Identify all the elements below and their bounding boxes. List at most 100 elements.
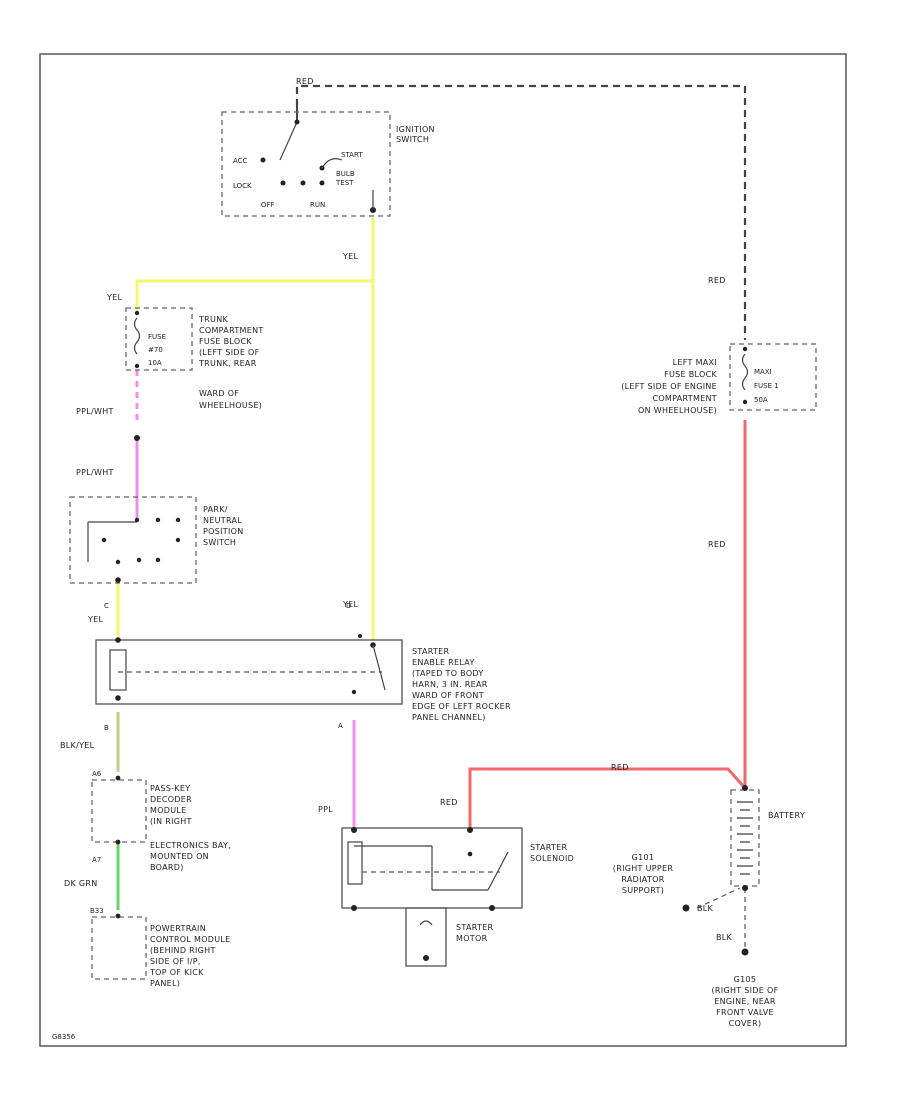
maxi-fuse-box bbox=[729, 343, 817, 411]
pcm-box bbox=[91, 916, 147, 980]
wire-red-battery-solenoid bbox=[468, 767, 747, 828]
passkey-label-1: PASS-KEY bbox=[150, 784, 190, 793]
pnp-switch-label-3: POSITION bbox=[203, 527, 244, 536]
wire-label-solenoid-red: RED bbox=[440, 798, 458, 807]
maxi-fuse-label-3: 50A bbox=[754, 396, 768, 404]
trunk-fuse-desc-4: (LEFT SIDE OF bbox=[199, 348, 260, 357]
maxi-fuse-label-2: FUSE 1 bbox=[754, 382, 779, 390]
ignition-switch-box bbox=[221, 111, 391, 217]
battery-cells bbox=[737, 801, 753, 875]
pcm-label-4: SIDE OF I/P, bbox=[150, 957, 201, 966]
pnp-pin-c: C bbox=[104, 602, 109, 610]
trunk-fuse-label-2: #70 bbox=[148, 346, 163, 354]
battery-label: BATTERY bbox=[768, 811, 805, 820]
wire-label-fuse-out: PPL/WHT bbox=[76, 407, 114, 416]
wire-label-fuse-in: YEL bbox=[106, 293, 123, 302]
relay-label-1: STARTER bbox=[412, 647, 450, 656]
pcm-label-5: TOP OF KICK bbox=[149, 968, 204, 977]
passkey-pin-a6: A6 bbox=[92, 770, 102, 778]
trunk-fuse-desc-1: TRUNK bbox=[198, 315, 228, 324]
wire-label-pnp-out: YEL bbox=[87, 615, 104, 624]
maxi-fuse-desc-1: LEFT MAXI bbox=[673, 358, 717, 367]
passkey-label-5: ELECTRONICS BAY, bbox=[150, 841, 231, 850]
relay-label-6: EDGE OF LEFT ROCKER bbox=[412, 702, 511, 711]
pcm-label-6: PANEL) bbox=[150, 979, 180, 988]
ignition-switch-label-1: IGNITION bbox=[396, 125, 435, 134]
maxi-fuse-label-1: MAXI bbox=[754, 368, 772, 376]
g101-label-3: RADIATOR bbox=[621, 875, 664, 884]
maxi-fuse-desc-3: (LEFT SIDE OF ENGINE bbox=[621, 382, 717, 391]
ignition-bulb-label-1: BULB bbox=[336, 170, 355, 178]
motor-box bbox=[405, 907, 447, 967]
wire-label-top: RED bbox=[296, 77, 314, 86]
passkey-label-2: DECODER bbox=[150, 795, 192, 804]
wire-yellow-to-fuse bbox=[135, 279, 373, 310]
trunk-fuse-desc-3: FUSE BLOCK bbox=[199, 337, 252, 346]
passkey-box bbox=[91, 779, 147, 843]
relay-pin-d: D bbox=[346, 602, 351, 610]
battery-box bbox=[730, 789, 760, 887]
wire-label-g101: BLK bbox=[697, 904, 714, 913]
wire-label-relay-passkey: BLK/YEL bbox=[60, 741, 95, 750]
trunk-fuse-desc-6: WARD OF bbox=[199, 389, 239, 398]
ignition-lock-label: LOCK bbox=[233, 182, 252, 190]
passkey-pin-a7: A7 bbox=[92, 856, 101, 864]
g105-label-3: ENGINE, NEAR bbox=[714, 997, 776, 1006]
wire-label-ign-out: YEL bbox=[342, 252, 359, 261]
diagram-frame bbox=[39, 53, 847, 1047]
maxi-fuse-desc-5: ON WHEELHOUSE) bbox=[638, 406, 717, 415]
wire-g101 bbox=[696, 887, 741, 909]
wire-red-top-dashed bbox=[295, 84, 747, 340]
ignition-acc-label: ACC bbox=[233, 157, 248, 165]
trunk-fuse-box bbox=[125, 307, 193, 371]
g101-label-2: (RIGHT UPPER bbox=[613, 864, 674, 873]
trunk-fuse-desc-2: COMPARTMENT bbox=[199, 326, 264, 335]
relay-label-5: WARD OF FRONT bbox=[412, 691, 484, 700]
passkey-label-4: (IN RIGHT bbox=[150, 817, 192, 826]
wire-label-battery-solenoid: RED bbox=[611, 763, 629, 772]
wire-label-right-lower: RED bbox=[708, 540, 726, 549]
solenoid-label-1: STARTER bbox=[530, 843, 568, 852]
motor-label-2: MOTOR bbox=[456, 934, 488, 943]
maxi-fuse-desc-4: COMPARTMENT bbox=[652, 394, 717, 403]
ignition-run-label: RUN bbox=[310, 201, 325, 209]
g101-label-1: G101 bbox=[632, 853, 655, 862]
trunk-fuse-label-1: FUSE bbox=[148, 333, 166, 341]
passkey-label-6: MOUNTED ON bbox=[150, 852, 209, 861]
passkey-label-3: MODULE bbox=[150, 806, 187, 815]
maxi-fuse-desc-2: FUSE BLOCK bbox=[664, 370, 717, 379]
relay-label-4: HARN, 3 IN. REAR bbox=[412, 680, 488, 689]
trunk-fuse-desc-5: TRUNK, REAR bbox=[198, 359, 257, 368]
wire-label-passkey-pcm: DK GRN bbox=[64, 879, 98, 888]
ignition-start-label: START bbox=[341, 151, 363, 159]
trunk-fuse-desc-7: WHEELHOUSE) bbox=[199, 401, 262, 410]
wire-label-right-upper: RED bbox=[708, 276, 726, 285]
relay-pin-a: A bbox=[338, 722, 343, 730]
diagram-code: G8356 bbox=[52, 1033, 76, 1041]
wire-label-relay-in: YEL bbox=[342, 600, 359, 609]
relay-label-3: (TAPED TO BODY bbox=[412, 669, 484, 678]
wire-label-relay-out: PPL bbox=[318, 805, 333, 814]
relay-label-2: ENABLE RELAY bbox=[412, 658, 475, 667]
pnp-switch-box bbox=[69, 496, 197, 584]
motor-label-1: STARTER bbox=[456, 923, 494, 932]
pcm-label-2: CONTROL MODULE bbox=[150, 935, 231, 944]
g105-label-5: COVER) bbox=[729, 1019, 762, 1028]
pcm-label-3: (BEHIND RIGHT bbox=[150, 946, 216, 955]
ignition-switch-label-2: SWITCH bbox=[396, 135, 429, 144]
pnp-switch-label-2: NEUTRAL bbox=[203, 516, 242, 525]
relay-pin-b: B bbox=[104, 724, 109, 732]
pnp-switch-label-4: SWITCH bbox=[203, 538, 236, 547]
g105-label-4: FRONT VALVE bbox=[716, 1008, 774, 1017]
relay-box bbox=[95, 639, 403, 705]
wire-label-ground: BLK bbox=[716, 933, 733, 942]
g101-label-4: SUPPORT) bbox=[622, 886, 664, 895]
g105-label-1: G105 bbox=[734, 975, 757, 984]
pnp-switch-label-1: PARK/ bbox=[203, 505, 228, 514]
ignition-off-label: OFF bbox=[261, 201, 275, 209]
relay-label-7: PANEL CHANNEL) bbox=[412, 713, 486, 722]
pcm-label-1: POWERTRAIN bbox=[150, 924, 206, 933]
g105-label-2: (RIGHT SIDE OF bbox=[712, 986, 779, 995]
solenoid-label-2: SOLENOID bbox=[530, 854, 574, 863]
